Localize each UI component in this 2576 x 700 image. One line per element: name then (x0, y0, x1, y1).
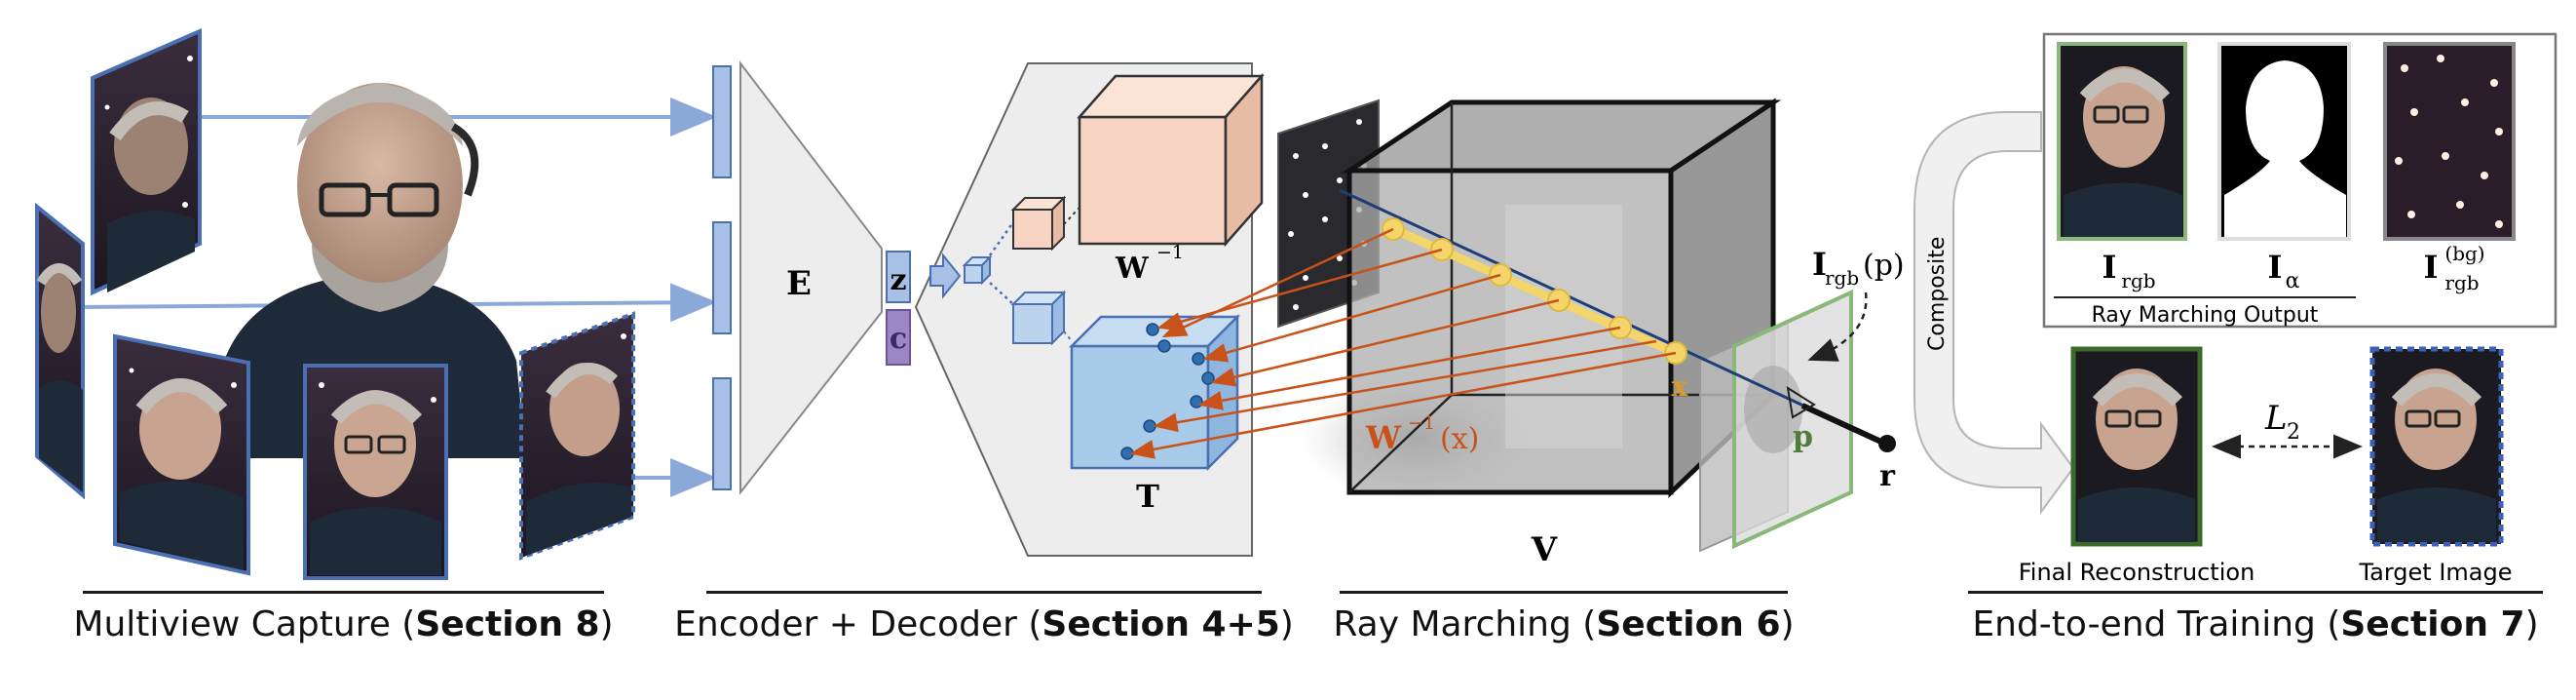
caption-training-text: End-to-end Training ( (1972, 603, 2341, 644)
caption-capture-section: Section 8 (415, 603, 600, 644)
loss-subscript: 2 (2287, 420, 2300, 445)
input-bar-top (712, 65, 732, 178)
loss-label: L (2264, 399, 2288, 438)
caption-capture-close: ) (599, 603, 614, 644)
warp-applied-argument: (x) (1440, 422, 1479, 456)
caption-training: End-to-end Training (Section 7) (1949, 595, 2562, 653)
composite-label: Composite (1925, 237, 1950, 351)
caption-training-section: Section 7 (2340, 603, 2525, 644)
camera-origin (1878, 435, 1896, 452)
caption-encoder-close: ) (1279, 603, 1294, 644)
warp-symbol: W (1115, 252, 1150, 286)
camera-view-bottom-left (113, 333, 250, 576)
caption-rule-encoder (706, 591, 1262, 594)
ray-line (1339, 188, 1886, 446)
rgb-label: I (2102, 249, 2117, 286)
caption-capture: Multiview Capture (Section 8) (58, 595, 628, 653)
encoder-block (739, 60, 883, 495)
encoder-panel: E z c (712, 60, 1265, 557)
input-bar-bottom (712, 377, 732, 490)
caption-raymarch-text: Ray Marching ( (1333, 603, 1597, 644)
bg-subscript: rgb (2444, 271, 2479, 294)
pixel-symbol: p (1793, 420, 1813, 454)
warp-exponent: −1 (1156, 242, 1184, 263)
warp-applied-symbol: W (1365, 419, 1402, 456)
training-panel: I rgb I α I rgb (bg) Ray Marching Output… (1913, 32, 2557, 586)
camera-view-left (35, 202, 85, 500)
warp-applied-exponent: −1 (1408, 412, 1435, 434)
decoder-input-arrow (929, 253, 962, 299)
caption-raymarch: Ray Marching (Section 6) (1310, 595, 1817, 653)
raymarch-panel: V r x (1129, 97, 1905, 569)
image-subscript: rgb (1825, 266, 1859, 290)
ray-to-camera (1800, 403, 1887, 447)
caption-capture-text: Multiview Capture ( (73, 603, 416, 644)
latent-bar-z (886, 251, 911, 303)
volume-symbol: V (1531, 530, 1558, 569)
final-caption: Final Reconstruction (2019, 559, 2255, 586)
caption-rule-capture (83, 591, 604, 594)
output-alpha-image (2217, 42, 2351, 241)
latent-z-label: z (890, 263, 906, 297)
output-caption: Ray Marching Output (2092, 303, 2319, 328)
capture-panel (35, 27, 717, 580)
caption-rule-training (1968, 591, 2543, 594)
target-caption: Target Image (2358, 559, 2512, 586)
camera-view-top-left (91, 27, 202, 296)
output-rgb-image (2057, 42, 2187, 241)
warp-field-cube (1077, 72, 1265, 248)
rgb-subscript: rgb (2121, 269, 2155, 292)
warp-lookup-arrows (1129, 227, 1677, 459)
ray-symbol: r (1879, 459, 1896, 493)
caption-raymarch-close: ) (1780, 603, 1795, 644)
input-bar-mid (712, 221, 732, 334)
caption-encoder-text: Encoder + Decoder ( (674, 603, 1042, 644)
final-reconstruction-image (2070, 346, 2203, 547)
alpha-subscript: α (2286, 269, 2300, 293)
template-cube (1068, 313, 1241, 472)
bg-superscript: (bg) (2444, 242, 2484, 265)
camera-view-right (519, 311, 635, 561)
latent-c-label: c (890, 322, 907, 356)
image-argument: (p) (1863, 249, 1905, 283)
tiny-cube (962, 254, 993, 286)
caption-encoder: Encoder + Decoder (Section 4+5) (674, 595, 1294, 653)
bg-label: I (2424, 249, 2439, 286)
caption-encoder-section: Section 4+5 (1042, 603, 1280, 644)
sample-point-label: x (1672, 370, 1688, 403)
camera-view-front (303, 364, 448, 580)
composite-arrow (1913, 111, 2075, 516)
encoder-symbol: E (786, 264, 812, 303)
caption-training-close: ) (2524, 603, 2539, 644)
image-symbol: I (1812, 246, 1827, 283)
target-image (2369, 346, 2504, 547)
caption-raymarch-section: Section 6 (1596, 603, 1781, 644)
caption-rule-raymarch (1340, 591, 1788, 594)
alpha-label: I (2268, 249, 2283, 286)
warp-cube-small (1010, 195, 1067, 252)
latent-bar-c (886, 309, 911, 366)
image-pointer (1807, 292, 1868, 362)
template-cube-small (1010, 290, 1067, 346)
template-symbol: T (1136, 478, 1159, 515)
output-background-image (2383, 42, 2516, 241)
